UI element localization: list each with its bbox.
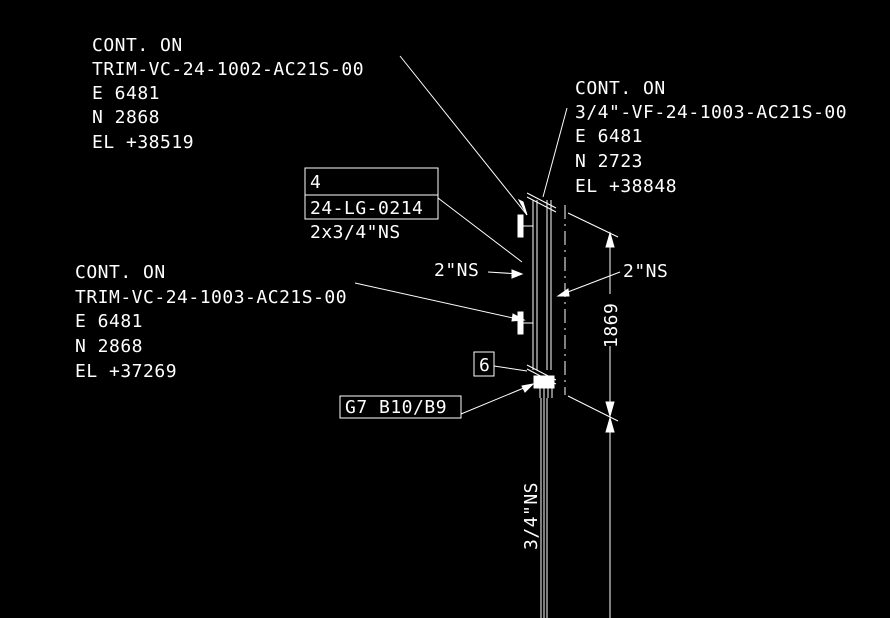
leader-support-ref-arrow bbox=[521, 383, 535, 393]
callout-top-left-line2: TRIM-VC-24-1002-AC21S-00 bbox=[92, 59, 364, 80]
dim-arrow-bottom-b bbox=[605, 416, 615, 433]
support-ref: G7 B10/B9 bbox=[345, 397, 447, 418]
pipe-size-vertical: 3/4"NS bbox=[521, 482, 542, 550]
level-gauge bbox=[517, 192, 566, 398]
dim-arrow-bottom-a bbox=[605, 401, 615, 418]
leader-size-right-arrow bbox=[556, 288, 570, 297]
callout-top-left-line4: N 2868 bbox=[92, 107, 160, 128]
instrument-tag-number: 4 bbox=[310, 172, 321, 193]
instrument-tag-box bbox=[304, 167, 439, 220]
callout-mid-left-line1: CONT. ON bbox=[75, 262, 166, 283]
item-number: 6 bbox=[479, 355, 490, 376]
leader-size-right bbox=[559, 271, 621, 296]
callout-top-left-line3: E 6481 bbox=[92, 83, 160, 104]
gauge-nozzle-bottom bbox=[517, 311, 524, 335]
callout-mid-left-line4: N 2868 bbox=[75, 336, 143, 357]
callout-mid-left-line3: E 6481 bbox=[75, 311, 143, 332]
callout-top-right: CONT. ON 3/4"-VF-24-1003-AC21S-00 E 6481… bbox=[575, 78, 847, 197]
size-label-left: 2"NS bbox=[434, 260, 479, 281]
callout-top-right-line2: 3/4"-VF-24-1003-AC21S-00 bbox=[575, 102, 847, 123]
callout-top-right-line4: N 2723 bbox=[575, 151, 643, 172]
item-number-box bbox=[473, 351, 495, 377]
gauge-drain-block bbox=[533, 375, 555, 389]
callout-top-left: CONT. ON TRIM-VC-24-1002-AC21S-00 E 6481… bbox=[92, 35, 364, 153]
gauge-nozzle-top bbox=[517, 214, 524, 238]
leader-top-left-arrow bbox=[517, 198, 528, 216]
leader-top-right bbox=[542, 107, 568, 198]
instrument-tag-id: 24-LG-0214 bbox=[310, 198, 423, 219]
instrument-tag-size: 2x3/4"NS bbox=[310, 222, 401, 243]
vertical-pipe bbox=[540, 398, 548, 618]
callout-top-right-line5: EL +38848 bbox=[575, 176, 677, 197]
leader-size-left-arrow bbox=[511, 269, 524, 279]
callout-top-left-line5: EL +38519 bbox=[92, 132, 194, 153]
dim-text-mask bbox=[600, 294, 622, 346]
leader-support-ref bbox=[460, 384, 532, 415]
gauge-top-flange-2 bbox=[526, 196, 557, 213]
support-ref-box bbox=[339, 395, 462, 419]
dim-arrow-top bbox=[605, 231, 615, 248]
leader-instrument bbox=[437, 197, 523, 263]
leader-mid-left bbox=[354, 282, 523, 321]
callout-mid-left: CONT. ON TRIM-VC-24-1003-AC21S-00 E 6481… bbox=[75, 262, 347, 382]
dimension-value: 1869 bbox=[601, 303, 622, 348]
callout-mid-left-line5: EL +37269 bbox=[75, 361, 177, 382]
leader-item-number bbox=[493, 365, 528, 372]
callout-top-left-line1: CONT. ON bbox=[92, 35, 183, 56]
dimension bbox=[567, 212, 619, 618]
gauge-top-flange-1 bbox=[526, 192, 557, 209]
size-label-right: 2"NS bbox=[623, 261, 668, 282]
callout-mid-left-line2: TRIM-VC-24-1003-AC21S-00 bbox=[75, 287, 347, 308]
instrument-tag: 4 24-LG-0214 2x3/4"NS bbox=[304, 167, 439, 243]
leader-top-left bbox=[399, 55, 528, 216]
callout-top-right-line3: E 6481 bbox=[575, 126, 643, 147]
callout-top-right-line1: CONT. ON bbox=[575, 78, 666, 99]
